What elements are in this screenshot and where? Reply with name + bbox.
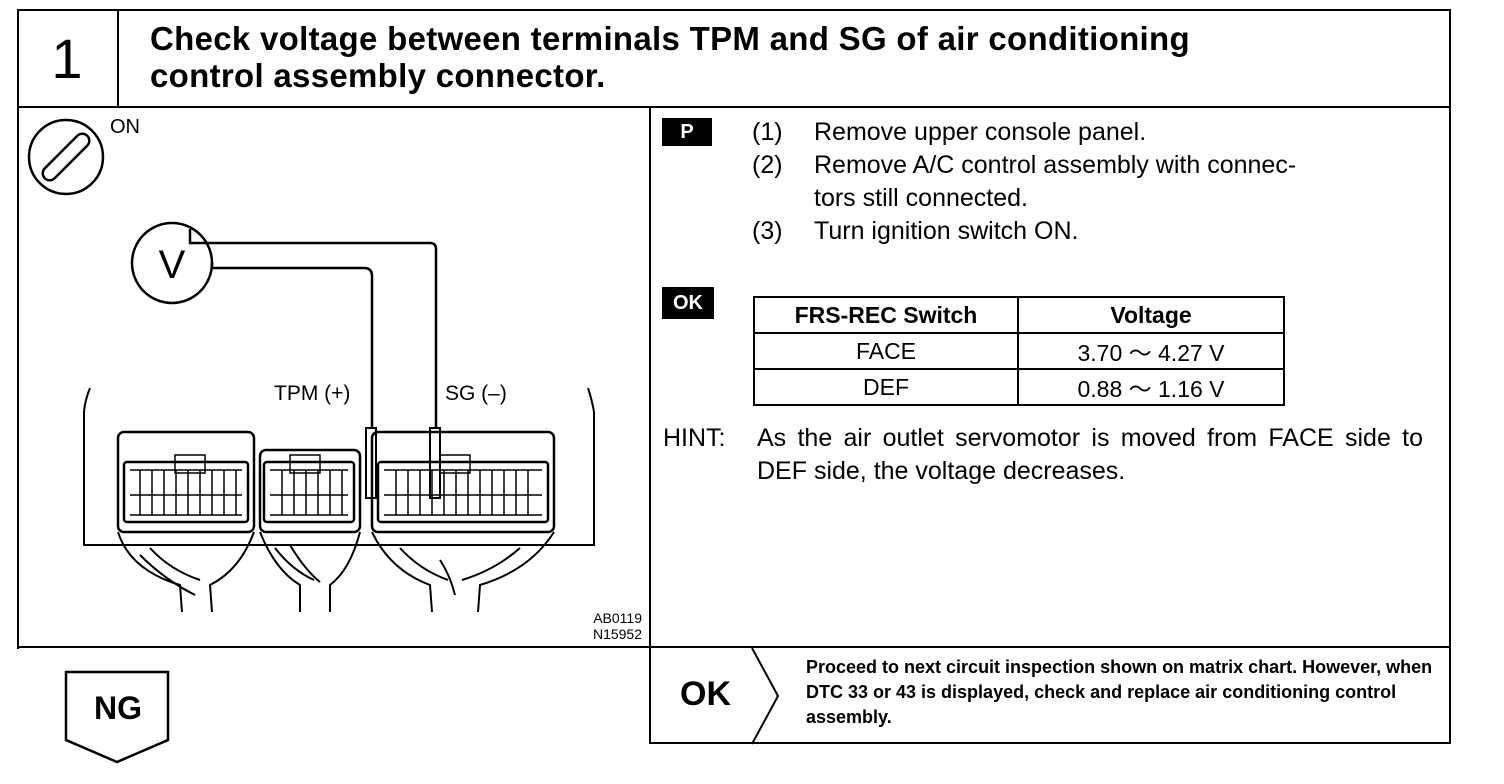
step-index: (1) (752, 118, 783, 146)
ok-arrow-icon (751, 647, 780, 745)
hint-label: HINT: (663, 424, 726, 452)
table-header-row: FRS-REC Switch Voltage (753, 296, 1285, 334)
figure-code: AB0119 N15952 (560, 610, 642, 642)
ok-result-label: OK (680, 675, 731, 713)
result-arrows (64, 647, 780, 764)
panel-divider (649, 106, 651, 744)
voltmeter-lead-wires (188, 229, 438, 428)
column-header: Voltage (1017, 296, 1285, 334)
wiring-diagram: V TPM (+) SG (–) (27, 118, 595, 613)
frame-top (17, 9, 1451, 11)
header-divider (17, 106, 1451, 108)
table-row: FACE 3.70 ～ 4.27 V (753, 332, 1285, 370)
ng-result-label: NG (94, 690, 142, 726)
tpm-terminal-label: TPM (+) (274, 382, 350, 405)
frame-left (17, 9, 19, 649)
result-bottom (649, 742, 1451, 744)
title-line-1: Check voltage between terminals TPM and … (150, 20, 1190, 57)
ng-arrow-icon (64, 670, 170, 764)
result-top (649, 646, 1451, 648)
connector-icon (116, 430, 556, 534)
table-cell: 0.88 ～ 1.16 V (1017, 368, 1285, 406)
ignition-on-label: ON (110, 116, 140, 138)
connector-housing (83, 387, 595, 546)
voltage-table: FRS-REC Switch Voltage FACE 3.70 ～ 4.27 … (753, 296, 1285, 406)
column-header: FRS-REC Switch (753, 296, 1019, 334)
ok-badge: OK (662, 287, 714, 319)
table-row: DEF 0.88 ～ 1.16 V (753, 368, 1285, 406)
page-title: Check voltage between terminals TPM and … (150, 20, 1450, 94)
wire-harness (117, 531, 555, 613)
procedure-step: (1) Remove upper console panel. (752, 116, 1432, 149)
step-index: (2) (752, 151, 783, 179)
preparation-badge: P (662, 118, 712, 146)
connector-pins (130, 454, 542, 516)
table-cell: DEF (753, 368, 1019, 406)
figure-code-2: N15952 (592, 626, 642, 642)
step-index: (3) (752, 217, 783, 245)
voltmeter-label: V (159, 243, 186, 287)
frame-right (1449, 9, 1451, 744)
step-text: Remove upper console panel. (814, 118, 1147, 146)
procedure-steps: (1) Remove upper console panel. (2) Remo… (752, 116, 1432, 248)
procedure-step: (3) Turn ignition switch ON. (752, 215, 1432, 248)
hint-block: HINT: As the air outlet servomotor is mo… (663, 422, 1423, 488)
ignition-switch-icon (27, 118, 105, 196)
table-cell: 3.70 ～ 4.27 V (1017, 332, 1285, 370)
procedure-step: (2) Remove A/C control assembly with con… (752, 149, 1432, 215)
title-line-2: control assembly connector. (150, 57, 606, 94)
diagram-bottom (17, 646, 651, 648)
table-cell: FACE (753, 332, 1019, 370)
step-text: Turn ignition switch ON. (814, 217, 1079, 245)
figure-code-1: AB0119 (593, 610, 642, 626)
step-number: 1 (51, 26, 83, 90)
step-text: Remove A/C control assembly with connec-… (814, 151, 1297, 212)
sg-terminal-label: SG (–) (445, 382, 507, 405)
hint-text: As the air outlet servomotor is moved fr… (757, 424, 1423, 485)
ok-result-instruction: Proceed to next circuit inspection shown… (806, 657, 1433, 727)
step-box-divider (117, 9, 119, 107)
